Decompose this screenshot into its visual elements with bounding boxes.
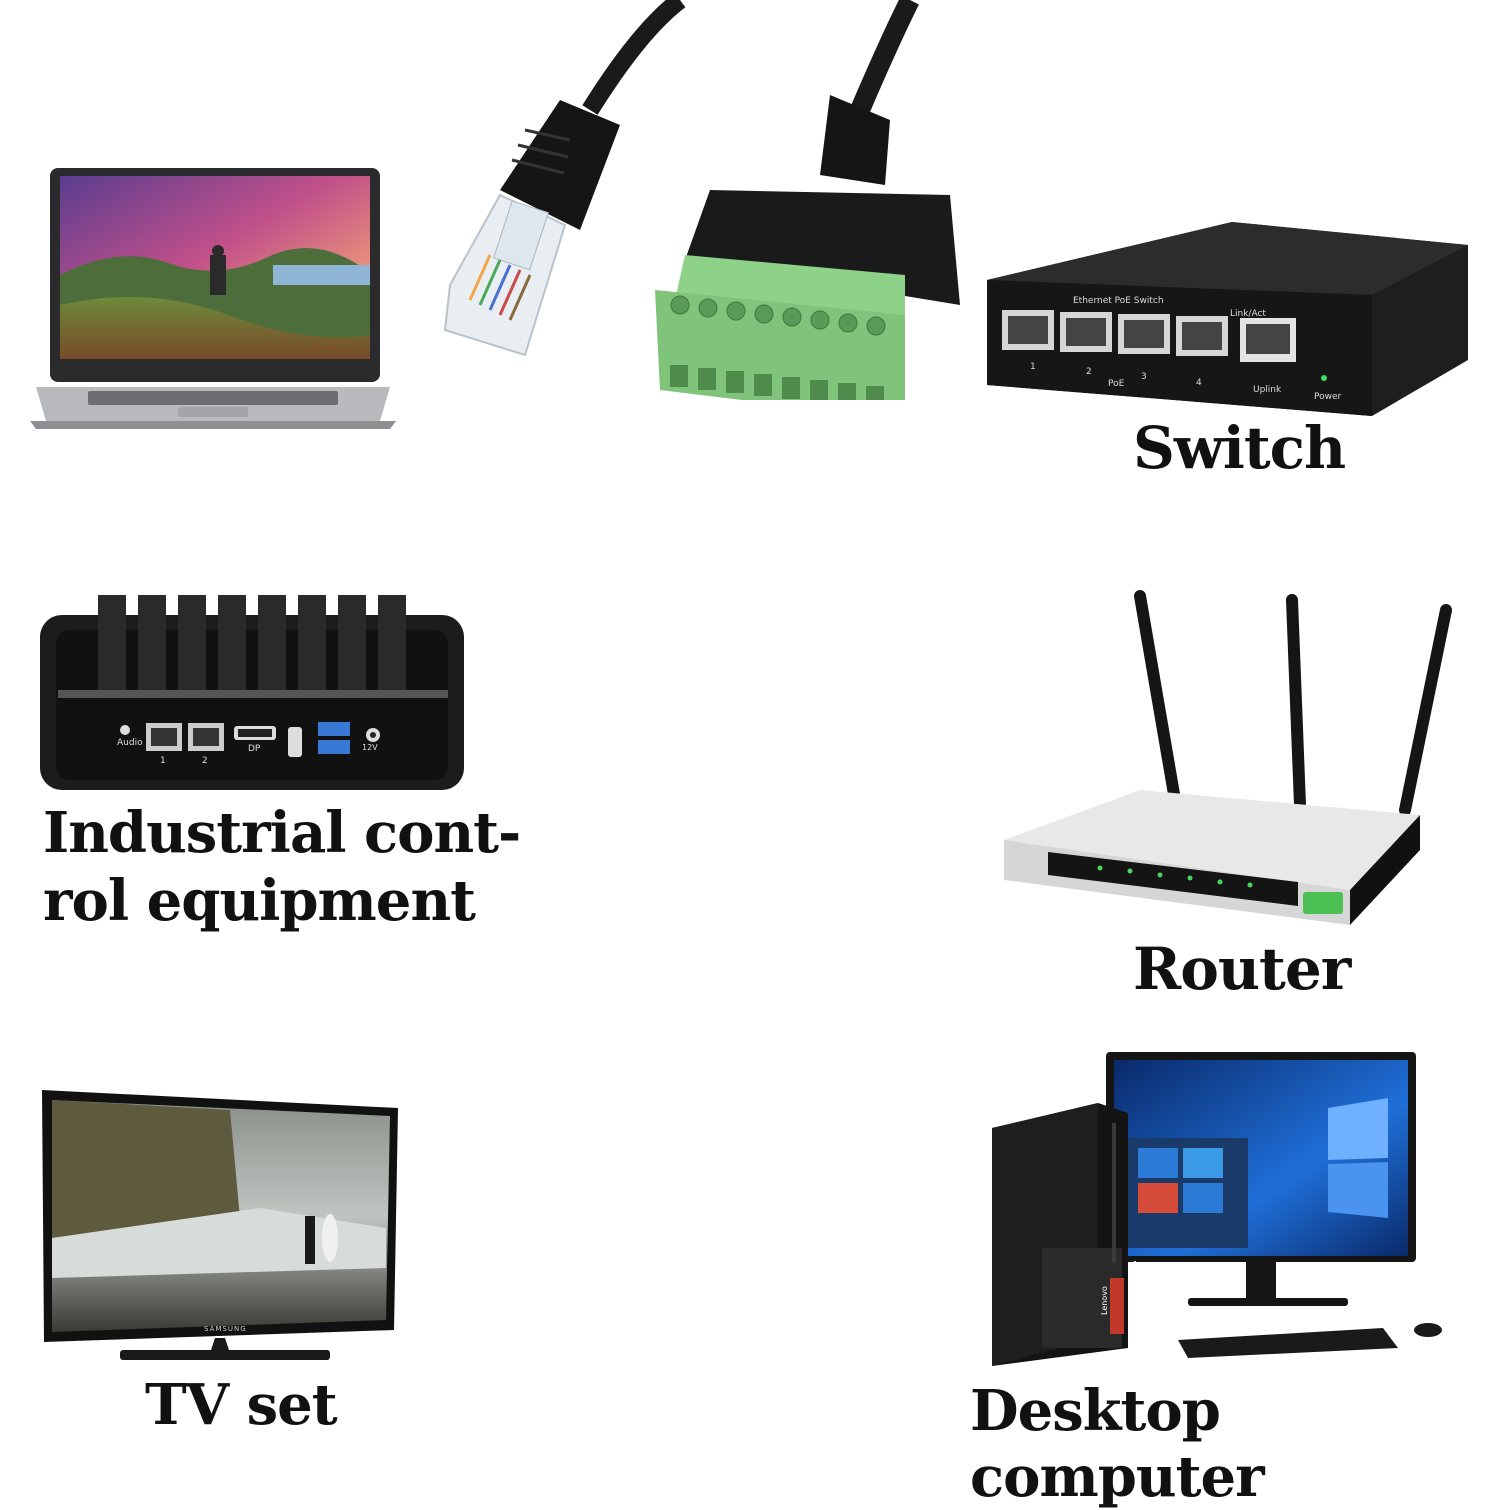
switch-panel-label: Ethernet PoE Switch: [1073, 296, 1164, 306]
industrial-audio-label: Audio: [117, 738, 143, 748]
ethernet-switch-image: [982, 220, 1472, 420]
desktop-caption: Desktop computer: [970, 1378, 1265, 1510]
switch-power-label: Power: [1314, 392, 1342, 402]
desktop-computer-image: [988, 1048, 1448, 1368]
switch-uplink-label: Uplink: [1253, 385, 1282, 395]
wireless-router-image: [1000, 590, 1460, 930]
industrial-lan-1-label: 1: [160, 756, 166, 766]
tv-image: [40, 1088, 400, 1368]
industrial-caption-line1: Industrial cont-: [43, 800, 521, 866]
switch-poe-label: PoE: [1108, 379, 1125, 389]
desktop-monitor-brand: Lenovo: [1133, 1260, 1174, 1271]
tv-brand: SAMSUNG: [204, 1325, 247, 1333]
switch-caption: Switch: [1133, 414, 1346, 482]
industrial-caption-line2: rol equipment: [43, 868, 476, 934]
industrial-pc-image: [38, 590, 468, 800]
tv-caption: TV set: [145, 1372, 338, 1438]
switch-port-4-label: 4: [1196, 378, 1202, 388]
switch-port-2-label: 2: [1086, 367, 1092, 377]
desktop-tower-brand: Lenovo: [1100, 1286, 1109, 1315]
svg-text:◦: ◦: [215, 364, 218, 370]
router-caption: Router: [1133, 935, 1351, 1003]
switch-link-label: Link/Act: [1230, 309, 1266, 319]
rj45-terminal-adapter-cable-image: [430, 0, 990, 400]
laptop-image: ◦: [28, 165, 398, 435]
switch-port-3-label: 3: [1141, 372, 1147, 382]
industrial-lan-2-label: 2: [202, 756, 208, 766]
industrial-power-label: 12V: [362, 743, 378, 752]
switch-port-1-label: 1: [1030, 362, 1036, 372]
industrial-dp-label: DP: [248, 744, 261, 754]
